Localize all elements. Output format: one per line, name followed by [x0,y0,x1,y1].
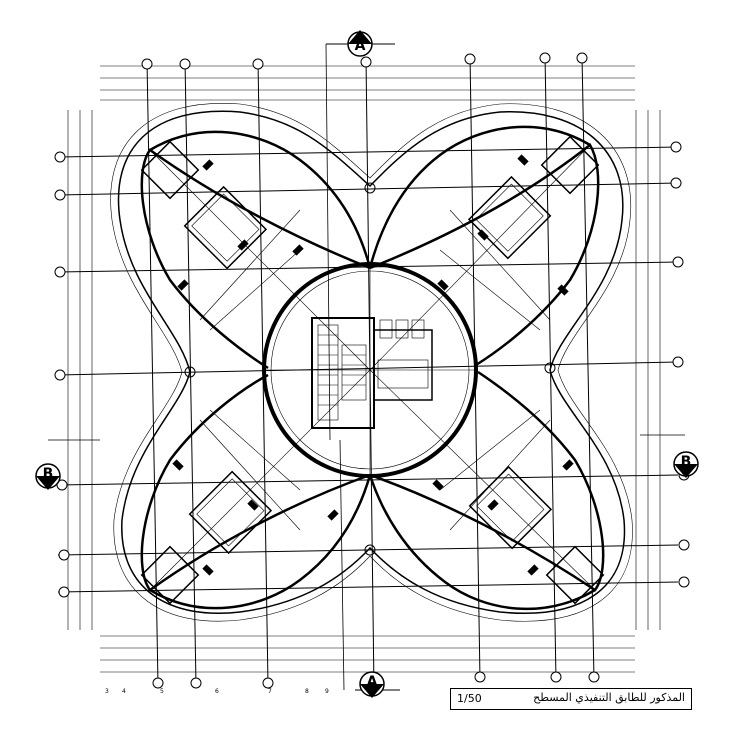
axis-number: 3 [105,688,109,695]
section-marker-right: B [640,434,699,478]
grid-bubbles [54,52,690,689]
axis-number: 4 [122,688,126,695]
section-label-right: B [681,454,692,470]
column-marks [172,154,574,576]
title-block: 1/50 المذكور للطابق التنفيذي المسطح [450,688,692,710]
axis-number: 6 [215,688,219,695]
section-marker-top: A [325,30,395,441]
rooms-bottom-right [468,465,605,605]
axis-number: 9 [325,688,329,695]
border-lines [67,65,661,673]
vertical-grid-axes [146,54,595,691]
drawing-scale: 1/50 [457,692,482,705]
central-core [262,262,478,478]
rooms-bottom-left [140,470,273,605]
diagonal-lines [149,144,596,591]
rooms-top-right [467,135,600,260]
petal-outlines [110,103,633,622]
section-label-bottom: A [367,674,378,690]
rooms-top-left [140,140,268,270]
section-marker-left: B [35,439,100,490]
axis-number: 7 [268,688,272,695]
axis-number: 8 [305,688,309,695]
junction-circles [184,182,556,556]
section-label-top: A [355,38,366,54]
stair-hatching [318,334,366,406]
section-marker-bottom: A [339,439,400,698]
drawing-title: المذكور للطابق التنفيذي المسطح [533,691,685,704]
section-label-left: B [43,466,54,482]
axis-number: 5 [160,688,164,695]
